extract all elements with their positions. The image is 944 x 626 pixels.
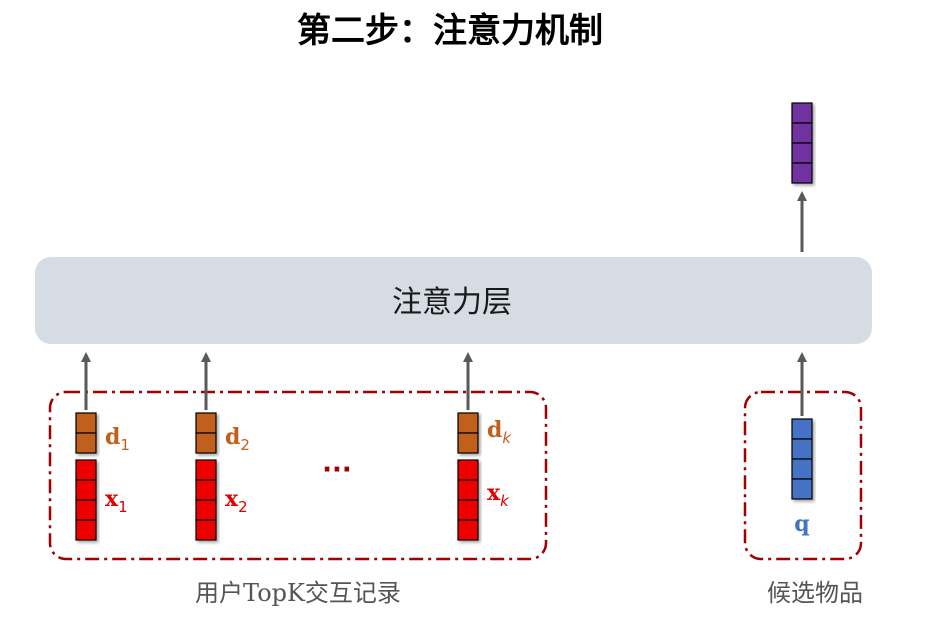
candidate-item: q: [791, 352, 813, 537]
q-vector: [791, 418, 813, 500]
d-label-k: dk: [487, 417, 512, 447]
d-label-2: d2: [225, 424, 250, 454]
x-label-k: xk: [487, 480, 510, 510]
x-vector-2: [195, 459, 217, 541]
d-label-1: d1: [105, 424, 130, 454]
d-vector-1: [75, 412, 97, 454]
page-title: 第二步：注意力机制: [297, 11, 603, 51]
output-vector: [791, 102, 813, 184]
x-label-1: x1: [105, 486, 128, 516]
user-history-caption: 用户TopK交互记录: [195, 579, 401, 607]
q-label: q: [794, 511, 809, 537]
d-vector-k: [457, 412, 479, 454]
candidate-caption: 候选物品: [767, 579, 863, 607]
user-item-1: d1 x1: [75, 352, 130, 541]
user-item-k: dk xk: [457, 352, 512, 541]
output-item: [791, 102, 813, 252]
candidate-group: [743, 390, 863, 561]
user-item-2: d2 x2: [195, 352, 250, 541]
attention-layer-label: 注意力层: [392, 285, 512, 320]
x-vector-k: [457, 459, 479, 541]
ellipsis: ···: [322, 455, 352, 485]
attention-layer-box: [35, 257, 872, 344]
d-vector-2: [195, 412, 217, 454]
x-vector-1: [75, 459, 97, 541]
x-label-2: x2: [225, 486, 248, 516]
